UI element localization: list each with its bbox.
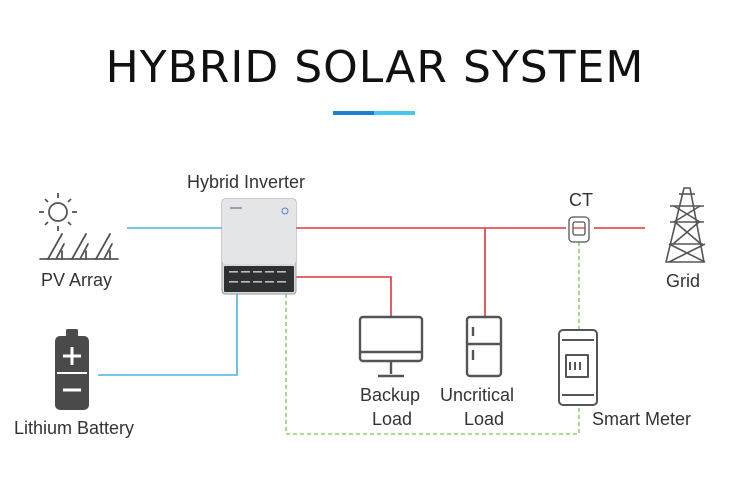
uncritical-load-label-line1: Uncritical [440, 385, 515, 405]
battery-label: Lithium Battery [14, 418, 135, 438]
battery-to-inverter-line [98, 294, 238, 376]
backup-load-label-line2: Load [372, 409, 413, 429]
title-underline-light [374, 111, 415, 115]
page-title: HYBRID SOLAR SYSTEM [105, 42, 645, 93]
inverter-label: Hybrid Inverter [187, 172, 306, 192]
title-underline-dark [333, 111, 374, 115]
transmission-tower-icon [665, 187, 706, 263]
smart-meter-icon [558, 329, 598, 406]
pv-array-label: PV Array [41, 270, 113, 290]
inverter-to-meter-line [285, 294, 580, 435]
grid-label: Grid [666, 271, 701, 291]
ct-clamp-icon [568, 216, 590, 243]
sun-icon [39, 193, 77, 231]
smart-meter-label: Smart Meter [592, 409, 692, 429]
inverter-to-backup-line [296, 276, 392, 316]
ac-lines [296, 227, 645, 316]
backup-load-label-line1: Backup [360, 385, 421, 405]
battery-icon [55, 329, 89, 410]
inverter-icon [221, 198, 297, 295]
title-underline [333, 111, 415, 115]
fridge-icon [465, 315, 503, 378]
monitor-icon [358, 315, 424, 378]
uncritical-load-label-line2: Load [464, 409, 505, 429]
solar-panels-icon [39, 233, 119, 260]
comm-lines [285, 242, 580, 435]
ct-label: CT [569, 190, 593, 210]
dc-lines [98, 227, 238, 376]
